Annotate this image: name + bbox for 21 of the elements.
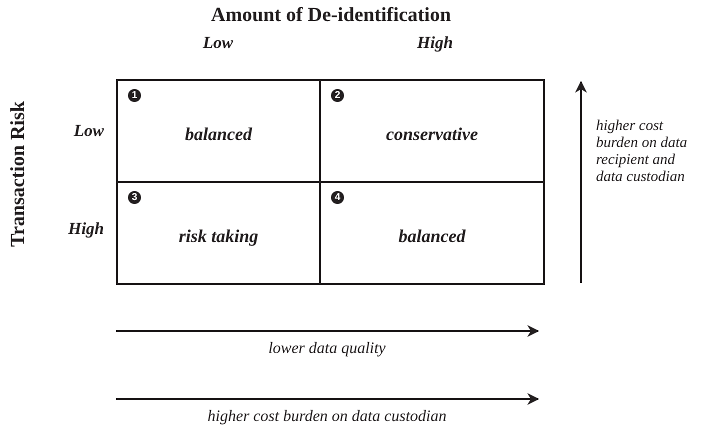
chart-title: Amount of De-identification [210,4,452,27]
quadrant-label: conservative [386,124,478,145]
row-header: High [67,219,104,239]
row-header: Low [72,121,104,141]
column-header: High [416,33,454,53]
column-header: Low [202,33,234,53]
arrow-caption: higher cost burden on data custodian [206,408,448,426]
quadrant-label: balanced [398,226,466,247]
matrix-cell [319,79,545,183]
arrow-caption: lower data quality [267,340,387,358]
axis-title: Transaction Risk [6,100,30,249]
matrix-cell [319,181,545,285]
quadrant-label: balanced [185,124,252,145]
number-badge: 3 [128,191,141,204]
number-badge: 1 [128,89,141,102]
number-badge: 4 [331,191,344,204]
matrix-cell [116,79,321,183]
matrix-cell [116,181,321,285]
number-badge: 2 [331,89,344,102]
quadrant-label: risk taking [178,226,258,247]
arrow-caption: higher cost burden on data recipient and data custodian [596,118,688,186]
